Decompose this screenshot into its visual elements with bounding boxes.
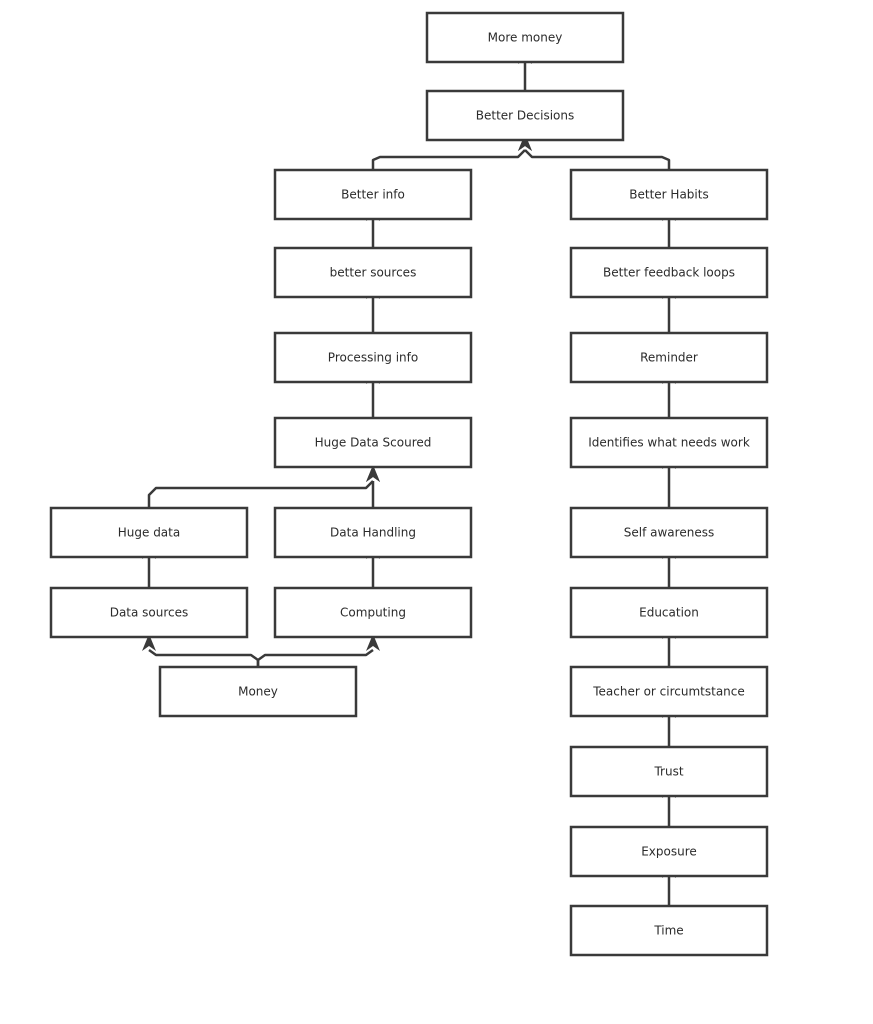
- node-box: [569, 506, 769, 559]
- edge-money-to-data-sources: [142, 634, 260, 667]
- node-label: Better info: [341, 188, 405, 202]
- node-box: [273, 168, 473, 221]
- edge-line: [147, 480, 374, 508]
- arrowhead-icon: [518, 134, 532, 151]
- node-money: Money: [158, 665, 358, 718]
- node-processing-info: Processing info: [273, 331, 473, 384]
- node-better-sources: better sources: [273, 246, 473, 299]
- node-box: [569, 246, 769, 299]
- node-label: Time: [653, 924, 683, 938]
- node-label: Identifies what needs work: [588, 436, 750, 450]
- node-box: [569, 331, 769, 384]
- node-label: Processing info: [328, 351, 418, 365]
- node-box: [569, 904, 769, 957]
- node-label: Computing: [340, 606, 406, 620]
- node-label: Teacher or circumtstance: [592, 685, 745, 699]
- node-box: [569, 665, 769, 718]
- arrowhead-icon: [142, 634, 156, 651]
- node-label: Self awareness: [624, 526, 714, 540]
- node-box: [569, 416, 769, 469]
- node-data-handling: Data Handling: [273, 506, 473, 559]
- node-data-sources: Data sources: [49, 586, 249, 639]
- node-self-awareness: Self awareness: [569, 506, 769, 559]
- node-more-money: More money: [425, 11, 625, 64]
- node-huge-data: Huge data: [49, 506, 249, 559]
- edge-data-handling-to-huge-data-scoured: [366, 465, 380, 508]
- edge-line: [524, 149, 671, 170]
- node-time: Time: [569, 904, 769, 957]
- edge-better-habits-to-better-decisions: [518, 134, 671, 170]
- node-teacher: Teacher or circumtstance: [569, 665, 769, 718]
- node-box: [425, 89, 625, 142]
- node-label: better sources: [330, 266, 417, 280]
- node-label: Exposure: [641, 845, 697, 859]
- node-education: Education: [569, 586, 769, 639]
- node-box: [273, 506, 473, 559]
- node-box: [273, 246, 473, 299]
- node-huge-data-scoured: Huge Data Scoured: [273, 416, 473, 469]
- node-label: More money: [488, 31, 563, 45]
- node-reminder: Reminder: [569, 331, 769, 384]
- node-box: [569, 825, 769, 878]
- arrowhead-icon: [366, 465, 380, 482]
- node-better-decisions: Better Decisions: [425, 89, 625, 142]
- node-label: Better feedback loops: [603, 266, 735, 280]
- node-box: [49, 506, 249, 559]
- node-computing: Computing: [273, 586, 473, 639]
- node-label: Reminder: [640, 351, 698, 365]
- node-box: [273, 416, 473, 469]
- node-better-feedback-loops: Better feedback loops: [569, 246, 769, 299]
- node-box: [569, 168, 769, 221]
- node-box: [158, 665, 358, 718]
- node-label: Money: [238, 685, 278, 699]
- edge-line: [256, 648, 374, 667]
- node-better-habits: Better Habits: [569, 168, 769, 221]
- node-box: [49, 586, 249, 639]
- node-box: [273, 331, 473, 384]
- node-box: [273, 586, 473, 639]
- node-box: [569, 745, 769, 798]
- node-box: [425, 11, 625, 64]
- node-label: Trust: [653, 765, 683, 779]
- node-label: Education: [639, 606, 699, 620]
- node-label: Huge data: [118, 526, 180, 540]
- node-label: Huge Data Scoured: [315, 436, 432, 450]
- node-box: [569, 586, 769, 639]
- node-label: Better Decisions: [476, 109, 575, 123]
- node-trust: Trust: [569, 745, 769, 798]
- edge-huge-data-to-huge-data-scoured: [147, 465, 380, 508]
- edge-line: [148, 648, 260, 667]
- node-label: Data sources: [110, 606, 189, 620]
- node-identifies-work: Identifies what needs work: [569, 416, 769, 469]
- node-label: Better Habits: [629, 188, 708, 202]
- edge-money-to-computing: [256, 634, 380, 667]
- node-exposure: Exposure: [569, 825, 769, 878]
- node-better-info: Better info: [273, 168, 473, 221]
- node-label: Data Handling: [330, 526, 416, 540]
- edge-line: [371, 149, 526, 170]
- arrowhead-icon: [366, 634, 380, 651]
